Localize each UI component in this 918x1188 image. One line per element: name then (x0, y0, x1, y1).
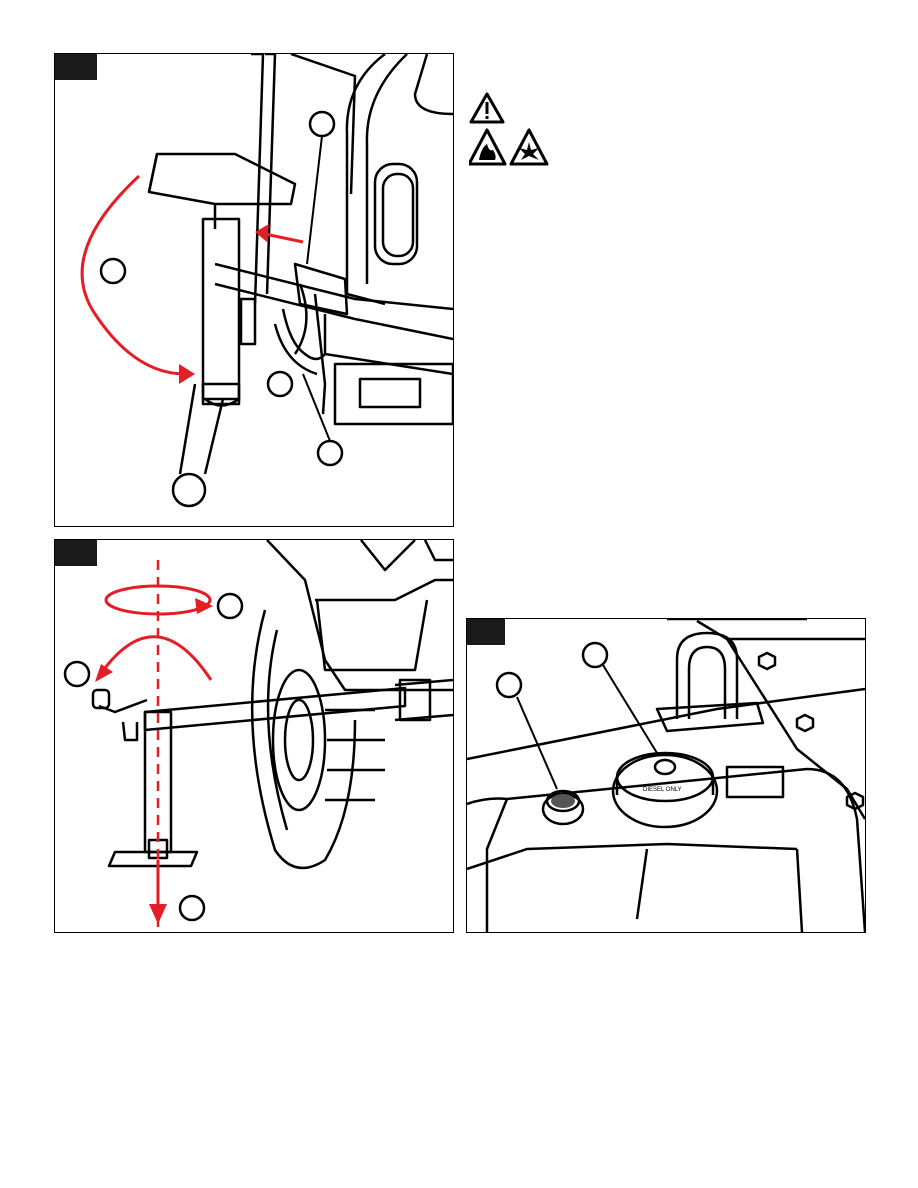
fuel-cap-label: DIESEL ONLY (643, 787, 682, 793)
callout-circle (318, 441, 342, 465)
jack-crank-illustration (55, 540, 453, 932)
callout-circle (218, 594, 242, 618)
tongue-jack-illustration (55, 54, 453, 526)
figure-bottom-right: DIESEL ONLY (466, 618, 866, 933)
callout-circle (497, 673, 521, 697)
caution-triangle-icon (471, 94, 503, 122)
warning-icons (469, 90, 559, 170)
fire-hazard-icon (469, 130, 505, 164)
fuel-tank-illustration: DIESEL ONLY (467, 619, 865, 932)
callout-circle (180, 896, 204, 920)
figure-number-tag (467, 619, 505, 645)
figure-top-left (54, 53, 454, 527)
callout-circle (583, 643, 607, 667)
callout-circle (101, 259, 125, 283)
callout-circle (268, 372, 292, 396)
explosion-hazard-icon (511, 130, 547, 164)
figure-number-tag (55, 540, 97, 566)
callout-circle (310, 112, 334, 136)
figure-bottom-left (54, 539, 454, 933)
callout-circle (65, 662, 89, 686)
figure-number-tag (55, 54, 97, 80)
